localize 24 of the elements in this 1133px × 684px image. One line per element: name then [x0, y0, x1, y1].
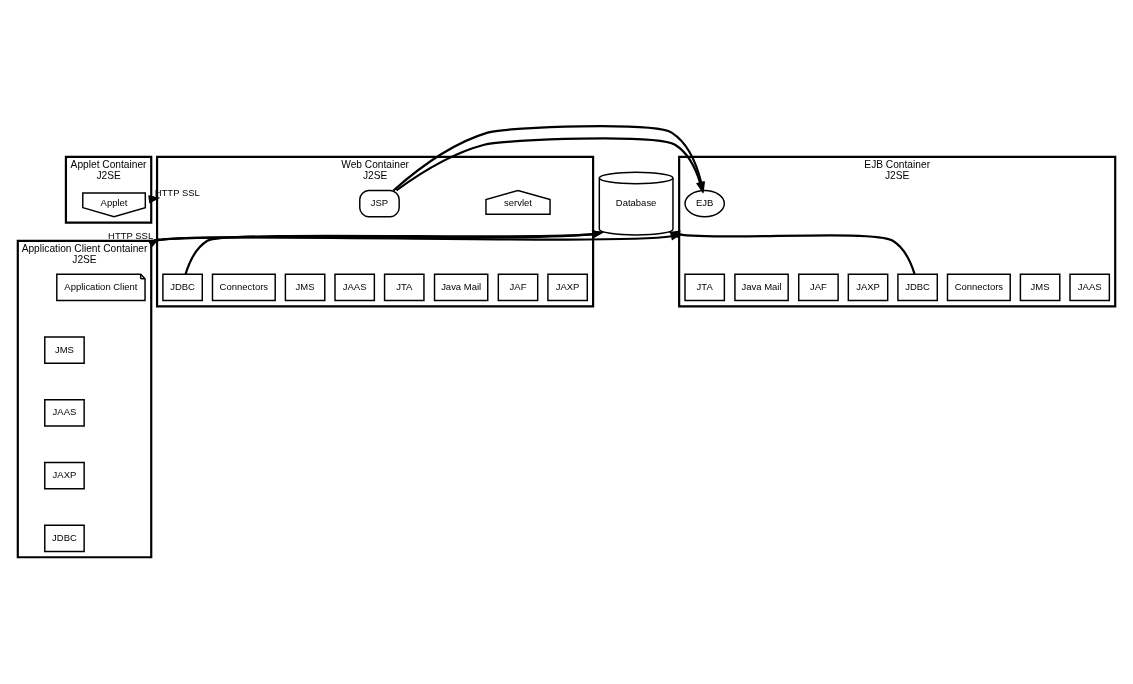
node-box: JAXP	[44, 461, 85, 489]
node-box: JTA	[383, 273, 425, 301]
node-box: Connectors	[211, 273, 276, 301]
node-box: Java Mail	[734, 273, 789, 301]
node-box: JAAS	[334, 273, 376, 301]
node-box: JMS	[44, 335, 85, 364]
arrow	[184, 229, 605, 275]
node-box: Java Mail	[433, 273, 489, 301]
node-box: JTA	[684, 273, 726, 301]
node-box: JAF	[497, 273, 539, 301]
node-box: JSP	[359, 189, 400, 217]
node-box: JDBC	[44, 523, 85, 552]
node-box: JMS	[284, 273, 326, 301]
node-box: Connectors	[946, 273, 1011, 301]
node-box: JAXP	[847, 273, 889, 301]
node-box: JAAS	[44, 398, 85, 427]
node-box: JDBC	[162, 273, 203, 301]
node-box: JDBC	[897, 273, 938, 301]
node-box: JMS	[1019, 273, 1061, 301]
node-box: JAXP	[547, 273, 588, 301]
edge-label: HTTP SSL	[108, 229, 154, 241]
node-box: JAF	[798, 273, 839, 301]
node-ellipse: EJB	[684, 189, 726, 217]
node-box: JAAS	[1069, 273, 1111, 301]
